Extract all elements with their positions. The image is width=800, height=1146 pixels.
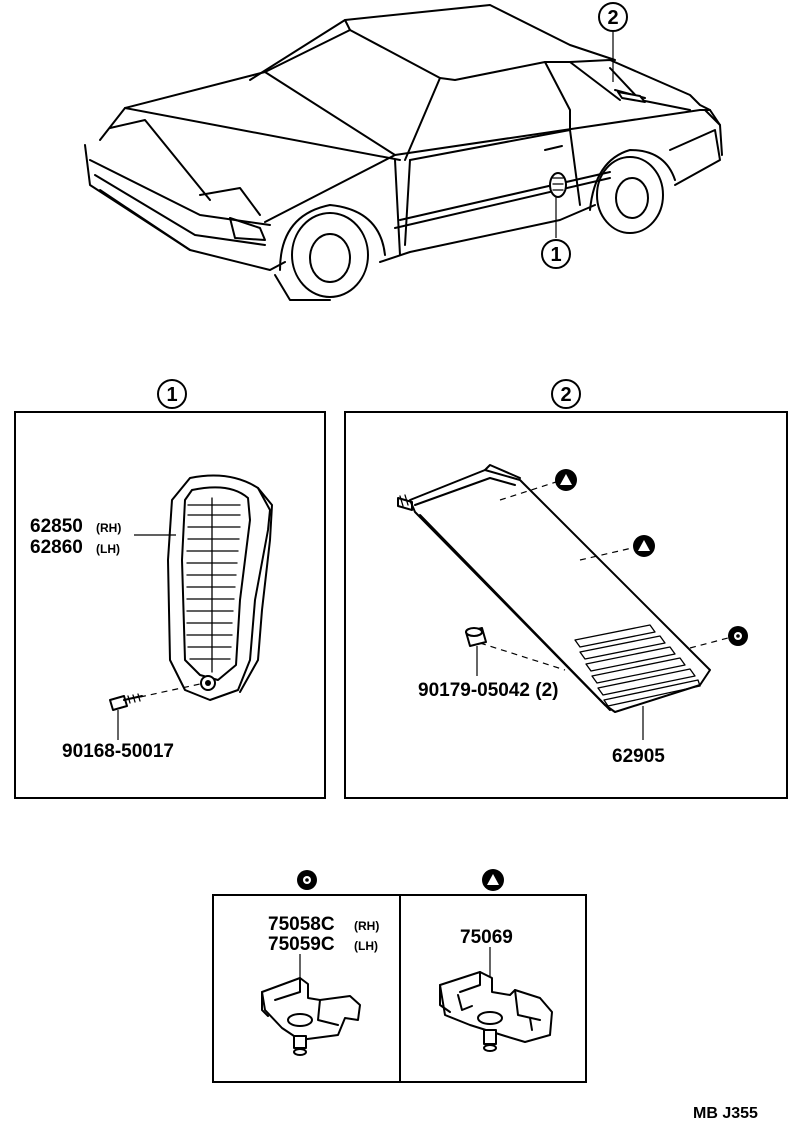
diagram-code: MB J355 [693, 1105, 758, 1122]
clip-side-lh: (LH) [354, 939, 378, 953]
svg-text:1: 1 [550, 244, 561, 266]
clip-75069-illustration [439, 971, 553, 1052]
car-illustration [84, 4, 723, 301]
callout-1-panel: 1 [157, 379, 187, 409]
marker-dash-2 [579, 547, 633, 561]
marker-dash-3 [689, 637, 729, 649]
screw-illustration [109, 693, 143, 711]
clip-75058c-illustration [261, 977, 361, 1056]
callout-1-car: 1 [541, 239, 571, 269]
panel-1-frame [14, 411, 326, 799]
svg-text:2: 2 [607, 7, 618, 29]
clip-dash-line [479, 642, 566, 671]
part-number-75069: 75069 [460, 927, 513, 948]
part-number-62850: 62850 [30, 516, 83, 537]
panel-2-frame [344, 411, 788, 799]
callout-2-panel: 2 [551, 379, 581, 409]
triangle-circle-icon [482, 869, 504, 891]
part-number-90168-50017: 90168-50017 [62, 741, 174, 762]
callout-2-car: 2 [598, 2, 628, 32]
dot-circle-icon [728, 626, 748, 646]
triangle-circle-icon [633, 535, 655, 557]
rear-cover-illustration [397, 464, 711, 713]
marker-dash-1 [499, 481, 557, 501]
part-number-75058c: 75058C [268, 914, 335, 935]
part-number-62905: 62905 [612, 746, 665, 767]
triangle-circle-icon [555, 469, 577, 491]
part-side-lh: (LH) [96, 542, 120, 556]
part-number-90179-05042: 90179-05042 (2) [418, 680, 559, 701]
svg-text:2: 2 [560, 384, 571, 406]
side-grille-illustration [167, 474, 273, 701]
part-side-rh: (RH) [96, 521, 121, 535]
dot-circle-icon [297, 870, 317, 890]
part-number-75059c: 75059C [268, 934, 335, 955]
part-number-62860: 62860 [30, 537, 83, 558]
svg-text:1: 1 [166, 384, 177, 406]
clip-side-rh: (RH) [354, 919, 379, 933]
clip-90179-illustration [465, 627, 487, 647]
